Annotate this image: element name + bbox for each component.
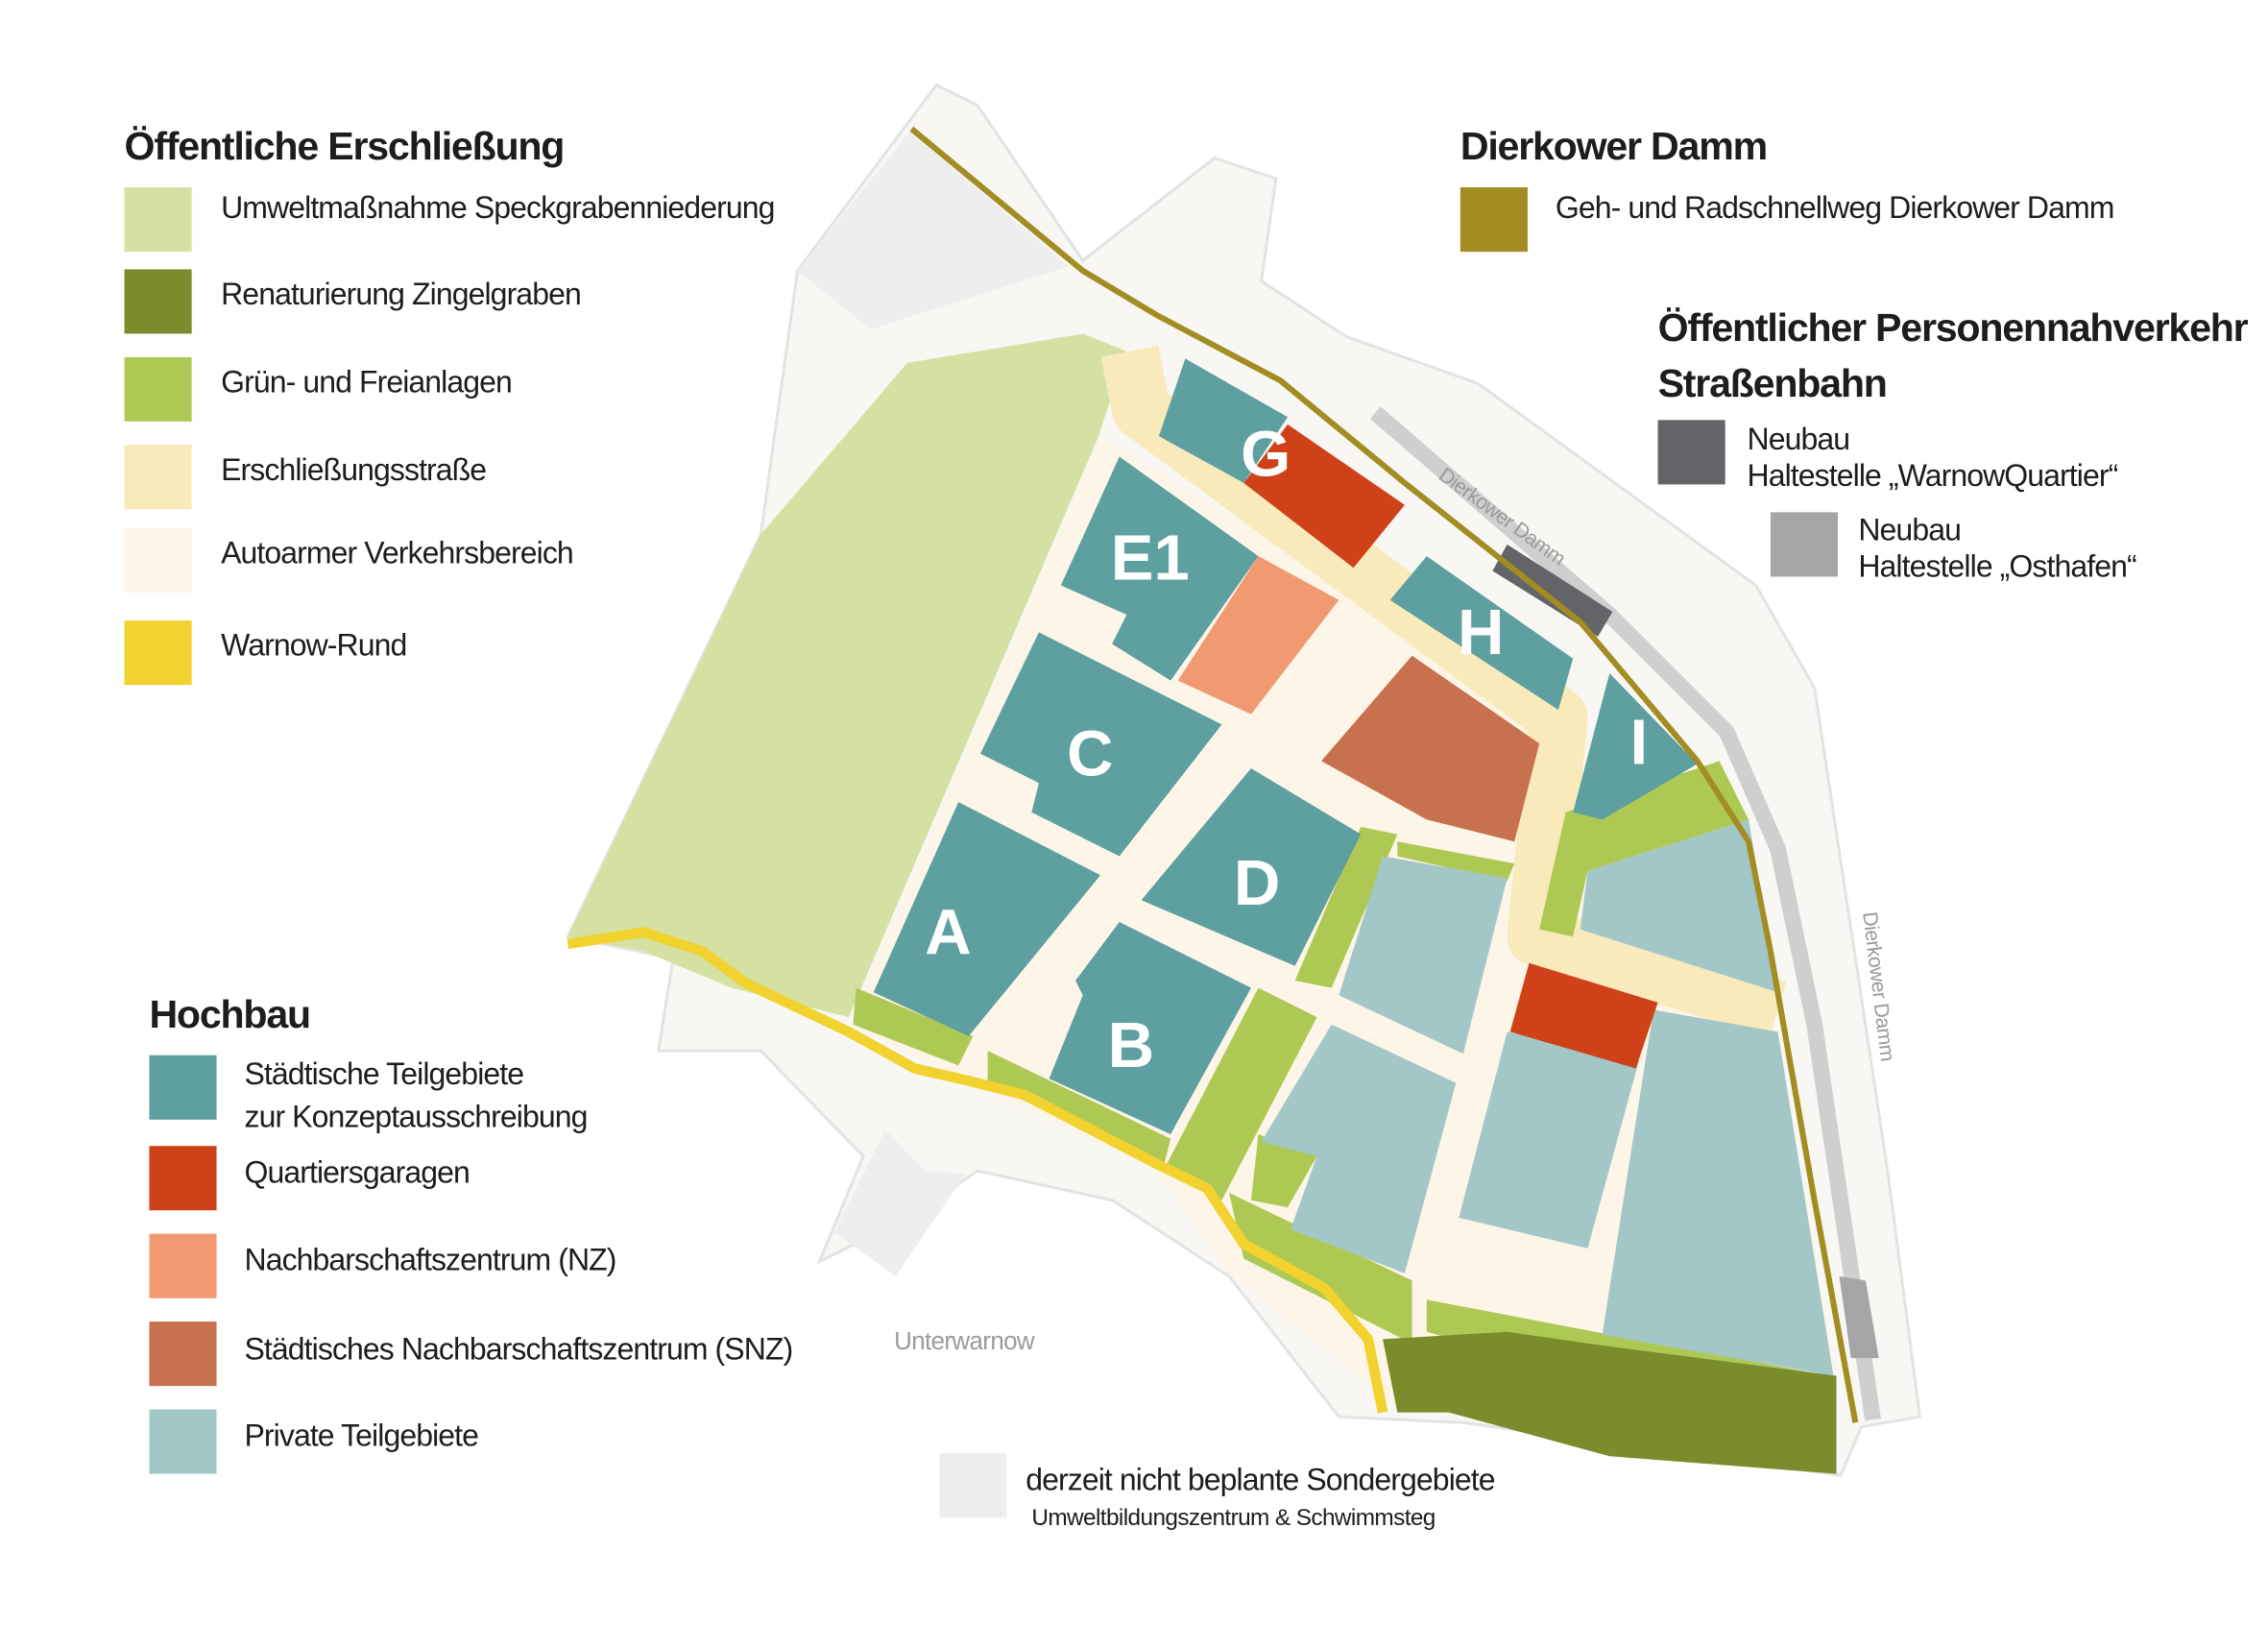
label-c: C <box>1067 718 1113 790</box>
legend-item: Autoarmer Verkehrsbereich <box>221 537 574 571</box>
block-d <box>1141 768 1362 966</box>
place-unterwarnow: Unterwarnow <box>894 1327 1035 1356</box>
swatch-snz <box>149 1322 217 1387</box>
block-c <box>980 632 1222 857</box>
swatch-stop-osthafen <box>1770 512 1839 577</box>
swatch-car-reduced <box>124 528 192 594</box>
label-e1: E1 <box>1111 521 1190 594</box>
zone-speckgrabenniederung <box>567 333 1127 1018</box>
block-i <box>1573 672 1698 820</box>
cycle-path-dierkower-damm <box>909 126 1859 1423</box>
swatch-private <box>149 1409 217 1474</box>
zone-zingelgraben <box>1383 1331 1837 1474</box>
municipal-subareas <box>873 358 1698 1135</box>
legend-item: Umweltmaßnahme Speckgrabenniederung <box>221 191 775 226</box>
private-subareas <box>1261 819 1834 1376</box>
legend-item: Neubau <box>1858 513 1962 547</box>
legend-item: Haltestelle „WarnowQuartier“ <box>1747 459 2119 494</box>
swatch-stop-warnowquartier <box>1657 420 1725 485</box>
municipal-neighbourhood-centre <box>1321 655 1540 842</box>
legend-item: Neubau <box>1747 423 1851 457</box>
legend-damm-title: Dierkower Damm <box>1460 124 1768 169</box>
legend-item: Grün- und Freianlagen <box>221 365 513 400</box>
tram-stop-osthafen <box>1839 1275 1879 1359</box>
swatch-access-road <box>124 445 192 510</box>
special-area-north <box>797 132 1069 329</box>
garage-south <box>1509 962 1658 1069</box>
legend-public-title: Öffentliche Erschließung <box>124 124 566 169</box>
swatch-speckgraben <box>124 187 192 253</box>
block-h <box>1389 556 1574 711</box>
label-a: A <box>925 897 971 969</box>
legend-item: Renaturierung Zingelgraben <box>221 278 582 312</box>
legend-item: Haltestelle „Osthafen“ <box>1858 549 2136 585</box>
label-b: B <box>1108 1009 1154 1081</box>
legend-item: Geh- und Radschnellweg Dierkower Damm <box>1555 191 2114 226</box>
tram-stop-warnowquartier <box>1492 544 1613 637</box>
legend-item: Warnow-Rund <box>221 629 407 664</box>
legend-subitem: Umweltbildungszentrum & Schwimmsteg <box>1031 1506 1436 1531</box>
legend-item: Private Teilgebiete <box>244 1419 479 1454</box>
swatch-municipal <box>149 1055 217 1120</box>
block-b <box>1049 922 1251 1135</box>
legend-oepnv-subtitle: Straßenbahn <box>1657 361 1888 406</box>
legend-item: Städtisches Nachbarschaftszentrum (SNZ) <box>244 1333 793 1368</box>
block-a <box>873 802 1100 1036</box>
swatch-cycle-path <box>1460 187 1528 253</box>
swatch-zingelgraben <box>124 269 192 334</box>
legend-hochbau-title: Hochbau <box>149 992 311 1036</box>
legend-item: Erschließungsstraße <box>221 453 487 488</box>
special-area-south <box>833 1129 966 1276</box>
swatch-warnow-rund <box>124 620 192 686</box>
legend-oepnv-title: Öffentlicher Personennahverkehr <box>1657 305 2249 351</box>
legend-item: Nachbarschaftszentrum (NZ) <box>244 1244 616 1278</box>
swatch-green <box>124 356 192 422</box>
legend-item: derzeit nicht beplante Sondergebiete <box>1025 1463 1495 1497</box>
legend-item: Quartiersgaragen <box>244 1155 470 1190</box>
garage-north <box>1243 424 1405 569</box>
legend-item: zur Konzeptausschreibung <box>244 1100 588 1135</box>
neighbourhood-centre <box>1177 556 1339 715</box>
block-e1 <box>1060 456 1259 681</box>
block-g <box>1158 358 1289 483</box>
tram-track <box>1369 406 1881 1421</box>
swatch-nz <box>149 1233 217 1298</box>
legend-item: Städtische Teilgebiete <box>244 1057 524 1092</box>
swatch-special-areas <box>939 1453 1007 1518</box>
label-h: H <box>1458 596 1504 668</box>
label-g: G <box>1241 418 1291 490</box>
label-d: D <box>1234 847 1280 919</box>
warnow-rund-path <box>567 927 1388 1414</box>
zone-access-road <box>1100 345 1787 1038</box>
swatch-garage <box>149 1146 217 1211</box>
label-i: I <box>1629 706 1648 778</box>
